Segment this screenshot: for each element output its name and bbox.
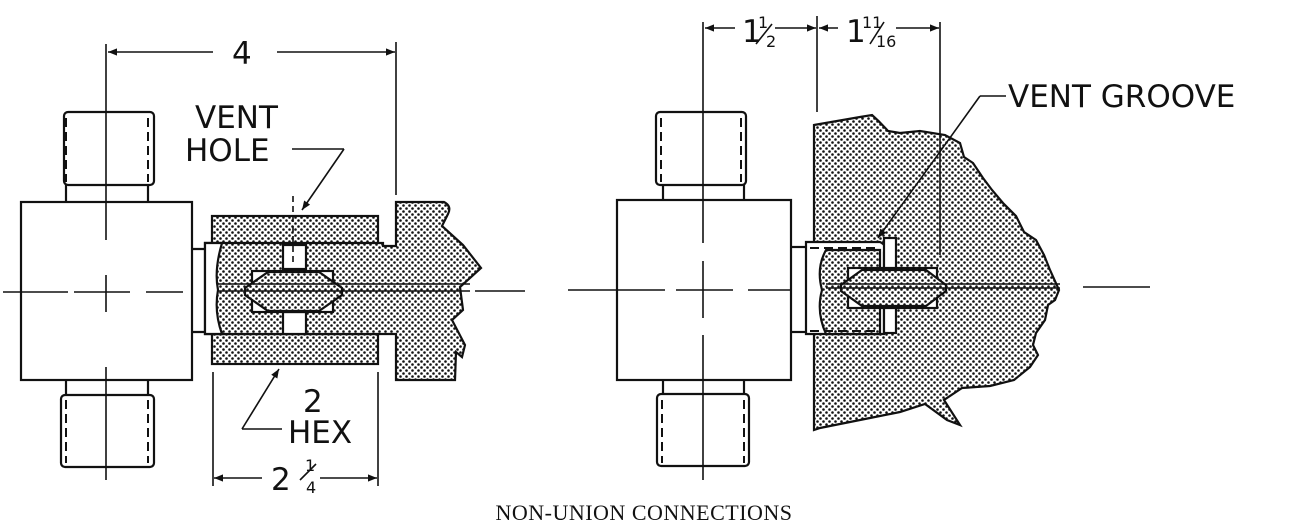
right-fitting-body — [568, 22, 1150, 480]
dimension-2-1-4: 2 1 4 — [212, 372, 379, 498]
nut-length-whole: 2 — [271, 462, 291, 498]
dim2-whole: 1 — [846, 14, 866, 50]
left-hex-nut-section — [203, 196, 525, 382]
figure-caption: NON-UNION CONNECTIONS — [495, 500, 792, 525]
hex-label: HEX — [288, 415, 352, 451]
dim2-denominator: 16 — [876, 32, 896, 51]
dimension-1-11-16: 1 11 16 — [819, 13, 941, 255]
dim1-numerator: 1 — [758, 13, 768, 32]
vent-hole-label-line1: VENT — [195, 100, 279, 136]
dim2-numerator: 11 — [862, 13, 882, 32]
dim1-whole: 1 — [742, 14, 762, 50]
hex-callout: 2 HEX — [241, 368, 352, 451]
nut-length-denominator: 4 — [306, 478, 316, 497]
vent-hole-callout: VENT HOLE — [185, 100, 345, 211]
vent-hole-label-line2: HOLE — [185, 133, 270, 169]
dimension-4: 4 — [108, 36, 397, 195]
left-view: 4 VENT HOLE 2 HEX 2 1 4 — [3, 36, 525, 498]
left-fitting-body — [3, 44, 212, 480]
vent-groove-callout: VENT GROOVE — [877, 79, 1235, 239]
right-view: 1 1 2 1 11 16 VENT GROOVE — [568, 13, 1235, 480]
dimension-1-1-2: 1 1 2 — [705, 13, 818, 112]
dim1-denominator: 2 — [766, 32, 776, 51]
vent-groove-label: VENT GROOVE — [1008, 79, 1235, 115]
dimension-4-label: 4 — [232, 36, 252, 72]
hex-size-label: 2 — [303, 384, 323, 420]
nut-length-numerator: 1 — [305, 456, 315, 475]
right-tube-end-section — [804, 236, 1060, 336]
